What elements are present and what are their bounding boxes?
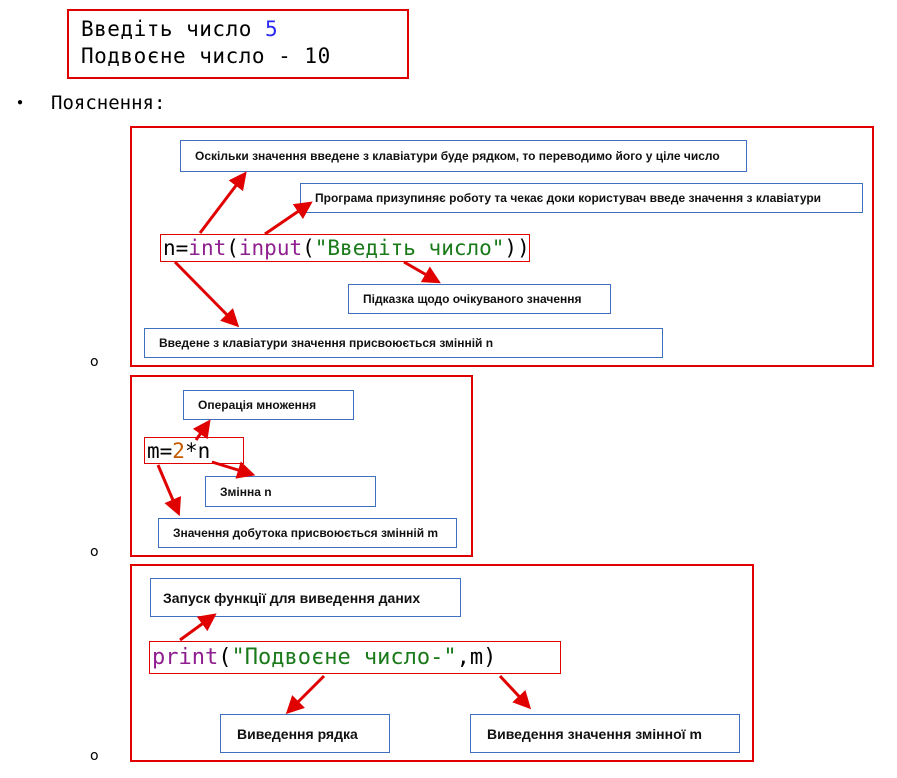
diagram-multiply-panel [130,375,473,557]
arrow-to-variable-note [211,460,256,479]
code-close-parens: )) [504,236,530,260]
arrow-to-hint-note [403,260,441,284]
code-paren: ( [226,236,239,260]
diagram-input-panel [130,126,874,367]
code-prompt-string: "Введіть число" [314,236,505,260]
output-line-1: Введіть число 5 [81,16,407,43]
output-line-2: Подвоєне число - 10 [81,44,331,68]
note-hint: Підказка щодо очікуваного значення [348,284,611,314]
code-var-n: n= [163,236,189,260]
sub-bullet-2: o [90,544,99,560]
arrow-to-string-note [285,674,326,715]
arrow-to-convert-note [198,171,247,234]
diagram-print-panel [130,564,754,762]
note-convert-text: Оскільки значення введене з клавіатури б… [195,149,720,163]
sub-bullet-3: o [90,748,99,764]
program-output-box: Введіть число 5 Подвоєне число - 10 [67,9,409,79]
code-print-keyword: print [152,645,219,670]
note-assign-n: Введене з клавіатури значення присвоюєть… [144,328,663,358]
sub-bullet-1: o [90,354,99,370]
code-print-line: print("Подвоєне число-",m) [149,641,561,674]
note-multiply-text: Операція множення [198,398,317,412]
code-output-string: "Подвоєне число-" [231,645,457,670]
arrow-to-var-note [498,674,532,710]
output-entered-value: 5 [265,17,279,41]
code-number-2: 2 [172,438,185,463]
code-input-line: n=int(input("Введіть число")) [160,234,530,262]
code-var-m: m= [147,438,173,463]
note-multiplication: Операція множення [183,390,354,420]
code-paren: ( [302,236,315,260]
note-hint-text: Підказка щодо очікуваного значення [363,292,582,306]
code-input-keyword: input [238,236,303,260]
note-output-variable: Виведення значення змінної m [470,714,740,753]
bullet-dot-icon: ● [17,97,24,108]
note-variable-n: Змінна n [205,476,376,507]
code-paren: ( [218,645,232,670]
note-convert-to-int: Оскільки значення введене з клавіатури б… [180,140,747,172]
explanation-heading: Пояснення: [51,92,166,114]
note-launch-output: Запуск функції для виведення даних [150,578,461,617]
note-launch-text: Запуск функції для виведення даних [163,589,421,606]
arrow-to-assign-n-note [173,260,240,328]
arrow-to-launch-note [179,613,217,642]
note-var-text: Виведення значення змінної m [487,725,702,742]
note-program-pauses: Програма призупиняє роботу та чекає доки… [300,183,863,213]
note-product-text: Значення добутока присвоюється змінній m [173,526,439,540]
note-product-assign: Значення добутока присвоюється змінній m [158,518,457,548]
arrow-to-product-note [156,464,181,517]
note-assign-n-text: Введене з клавіатури значення присвоюєть… [159,336,494,350]
code-int-keyword: int [188,236,227,260]
arrow-to-pause-note [264,201,313,236]
note-string-text: Виведення рядка [237,725,358,742]
code-var-m-close: ,m) [456,645,497,670]
arrow-to-multiply-note [192,419,211,441]
note-pause-text: Програма призупиняє роботу та чекає доки… [315,191,822,205]
code-times-n: *n [184,438,211,463]
output-prompt-text: Введіть число [81,17,266,41]
note-variable-text: Змінна n [220,484,272,499]
note-output-string: Виведення рядка [220,714,390,753]
code-multiply-line: m=2*n [144,437,244,464]
